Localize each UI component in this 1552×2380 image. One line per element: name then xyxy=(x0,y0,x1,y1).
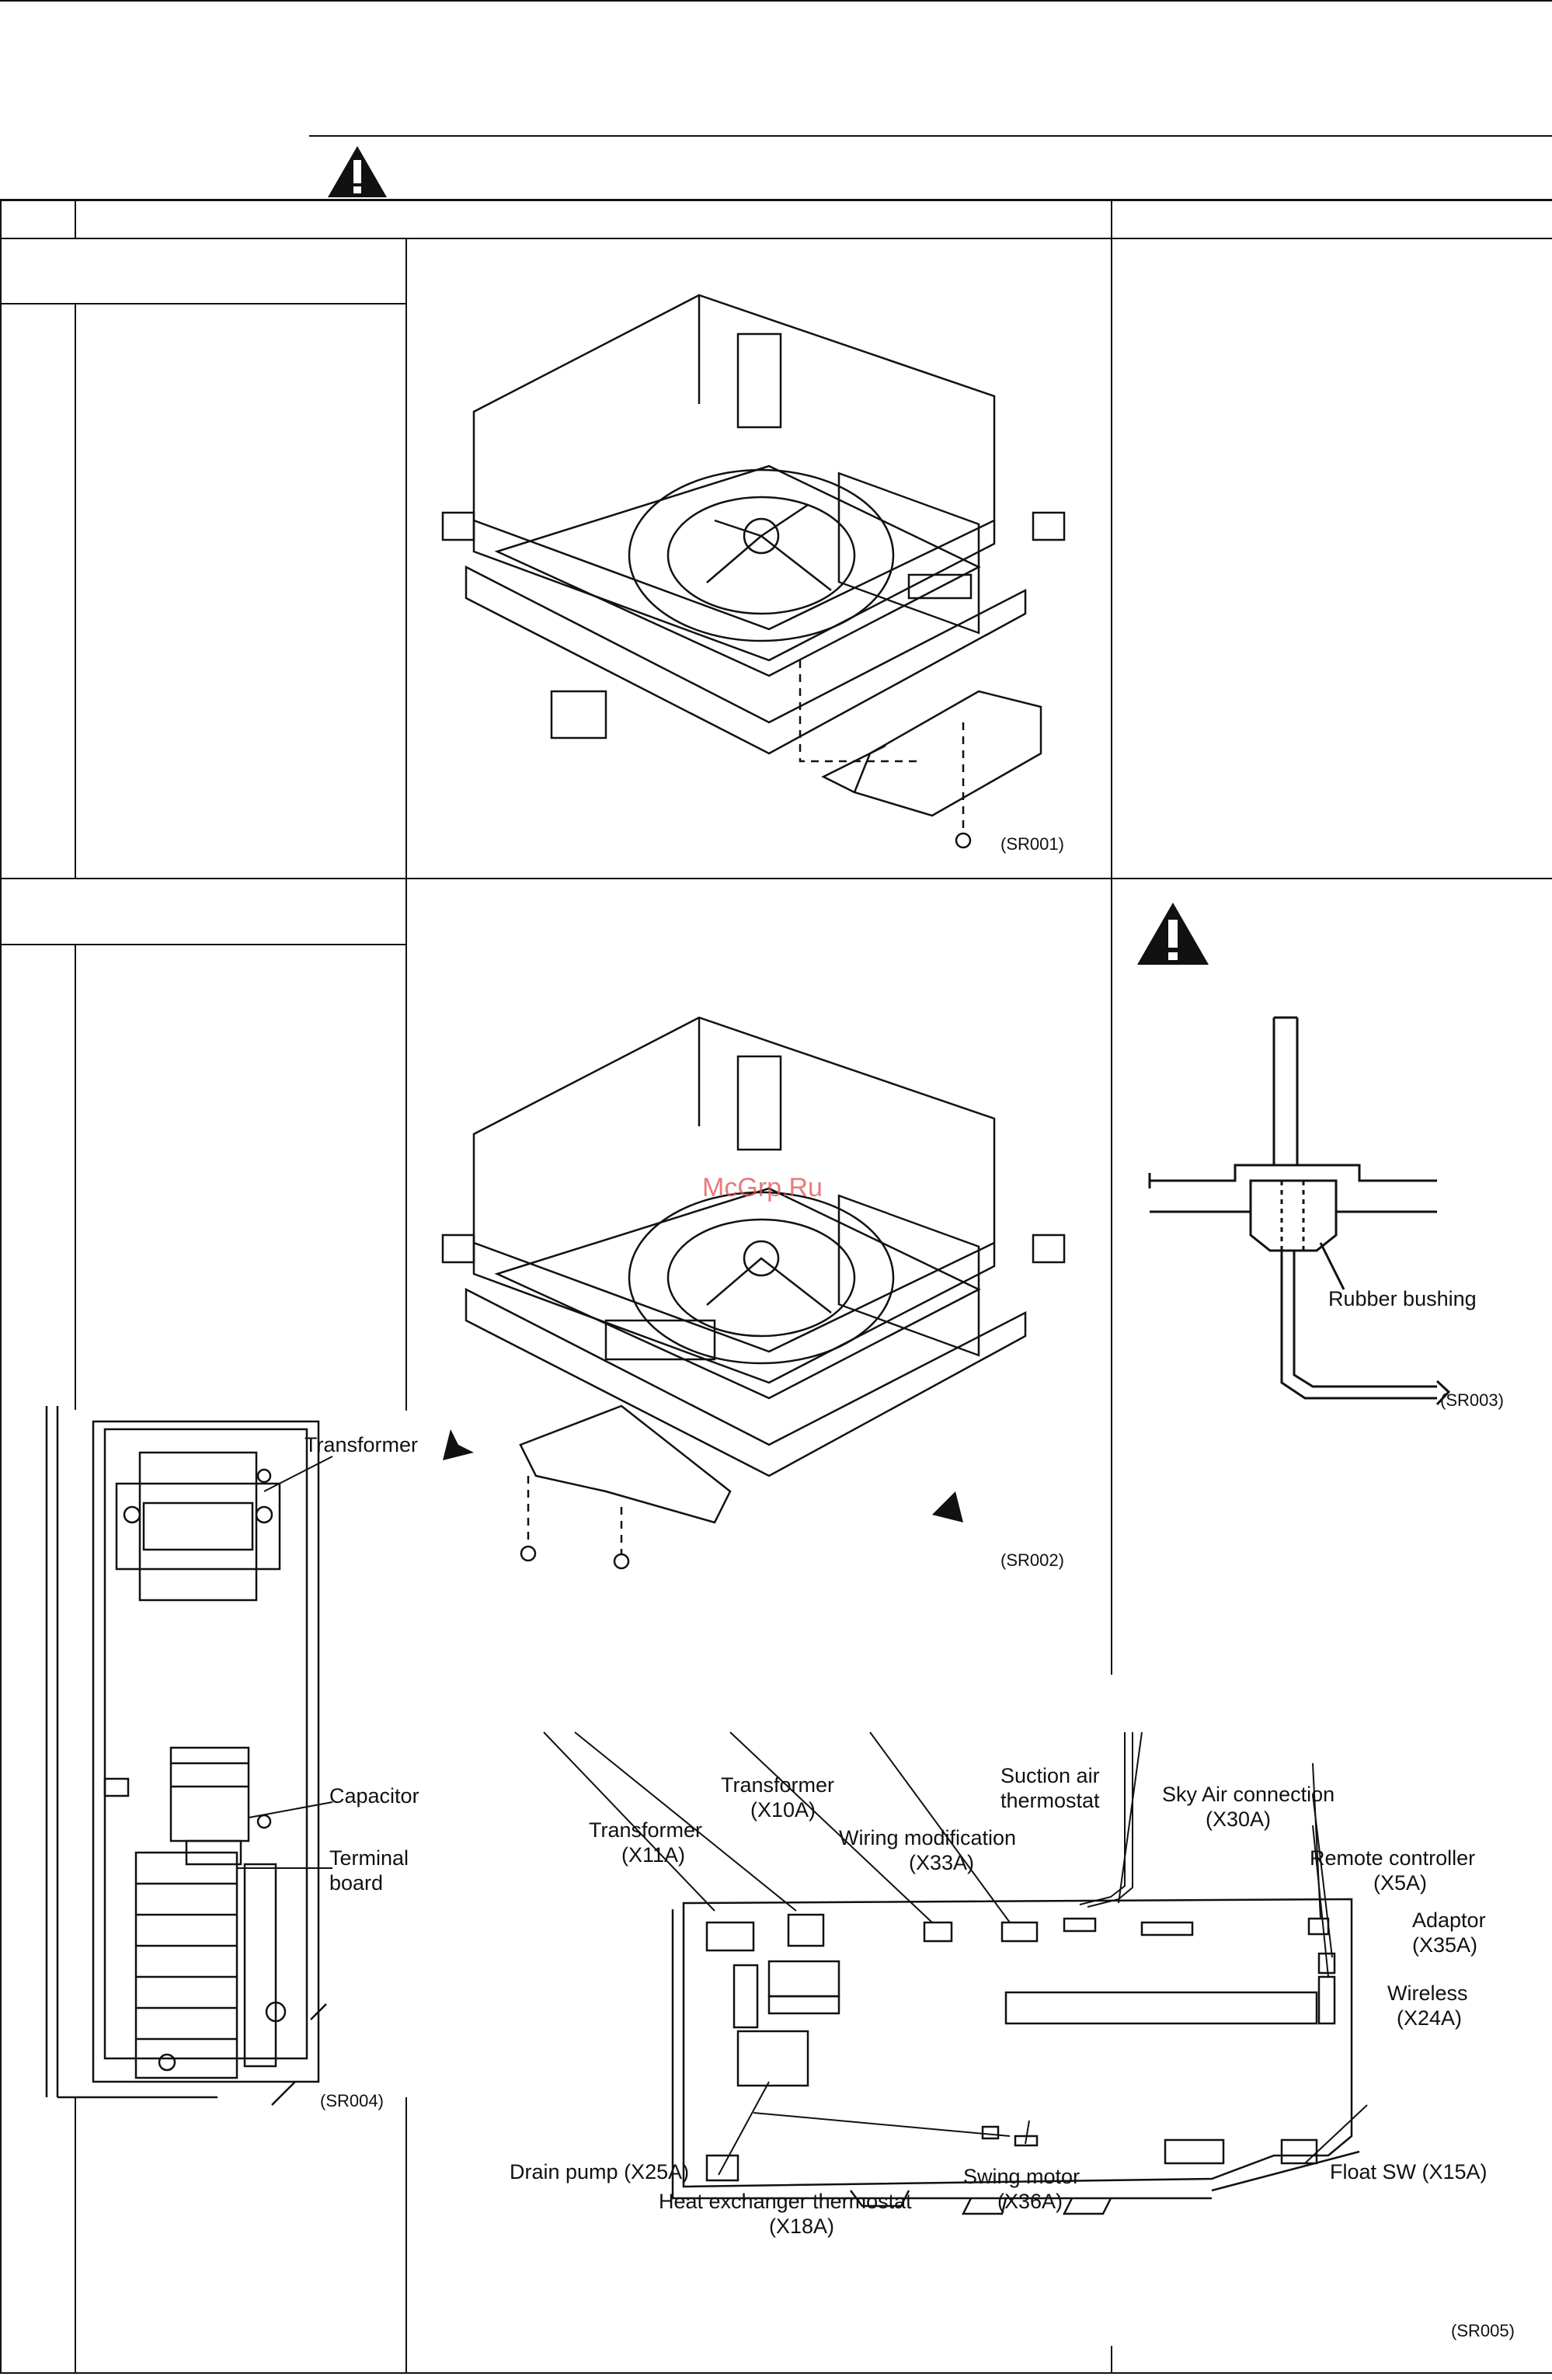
warning-icon xyxy=(1137,903,1209,965)
indoor-unit-drawing-2 xyxy=(441,1016,1066,1570)
pcb-label-wiring-mod-1: Wiring modification xyxy=(839,1826,1017,1849)
pcb-label-sky-air-1: Sky Air connection xyxy=(1162,1783,1335,1806)
pcb-drawing xyxy=(543,1731,1368,2215)
pcb-label-drain-pump: Drain pump (X25A) xyxy=(510,2160,690,2183)
col-points xyxy=(1111,199,1112,1675)
pcb-label-suction-1: Suction air xyxy=(1000,1764,1100,1787)
rubber-bushing-drawing xyxy=(1148,1016,1451,1406)
pcb-label-suction-2: thermostat xyxy=(1000,1789,1100,1812)
col-points-b xyxy=(1111,2346,1112,2374)
watermark: McGrp.Ru xyxy=(702,1173,823,1202)
switch-box-capacitor-label: Capacitor xyxy=(329,1784,419,1808)
switch-box-drawing xyxy=(45,1406,333,2106)
top-border xyxy=(0,0,1552,2)
pcb-label-remote-2: (X5A) xyxy=(1373,1871,1428,1895)
warning-icon xyxy=(328,146,387,197)
figure-code-sr003: (SR003) xyxy=(1440,1390,1504,1410)
figure-code-sr004: (SR004) xyxy=(320,2091,384,2110)
col-step-s2b xyxy=(75,2097,76,2374)
figure-code-sr001: (SR001) xyxy=(1000,834,1064,854)
pcb-label-swing-1: Swing motor xyxy=(963,2165,1080,2188)
col-procedure xyxy=(405,238,407,1411)
figure-code-sr002: (SR002) xyxy=(1000,1550,1064,1570)
table-header-rule xyxy=(0,238,1552,239)
switch-box-transformer-label: Transformer xyxy=(304,1433,419,1456)
pcb-label-wiring-mod-2: (X33A) xyxy=(909,1851,975,1874)
col-step xyxy=(75,199,76,239)
pcb-label-float-sw: Float SW (X15A) xyxy=(1330,2160,1488,2183)
col-step-s1 xyxy=(75,303,76,878)
pcb-label-swing-2: (X36A) xyxy=(997,2190,1063,2213)
pcb-label-heat-ex-1: Heat exchanger thermostat xyxy=(659,2190,912,2213)
col-step-s2 xyxy=(75,944,76,1410)
table-bottom-rule xyxy=(0,2372,1552,2374)
pcb-label-transformer-x10a-1: Transformer xyxy=(721,1773,835,1797)
pcb-label-transformer-x11a-2: (X11A) xyxy=(621,1843,686,1867)
pcb-label-wireless-2: (X24A) xyxy=(1397,2006,1463,2030)
figure-code-sr005: (SR005) xyxy=(1451,2321,1515,2340)
switch-box-terminal-label-1: Terminal xyxy=(329,1846,409,1870)
pcb-label-remote-1: Remote controller xyxy=(1310,1846,1476,1870)
pcb-label-transformer-x10a-2: (X10A) xyxy=(750,1798,816,1822)
pcb-label-sky-air-2: (X30A) xyxy=(1206,1808,1272,1831)
col-left xyxy=(0,199,2,2374)
switch-box-terminal-label-2: board xyxy=(329,1871,384,1895)
pcb-label-wireless-1: Wireless xyxy=(1387,1982,1468,2005)
pcb-label-adaptor-2: (X35A) xyxy=(1412,1933,1478,1957)
pcb-label-transformer-x11a-1: Transformer xyxy=(589,1818,703,1842)
section-divider xyxy=(0,878,1552,879)
header-rule xyxy=(309,135,1552,137)
pcb-label-adaptor-1: Adaptor xyxy=(1412,1909,1486,1932)
indoor-unit-drawing-1 xyxy=(441,294,1066,849)
table-top-rule xyxy=(0,199,1552,201)
section1-subrule xyxy=(0,303,405,304)
rubber-bushing-label: Rubber bushing xyxy=(1328,1287,1477,1310)
col-procedure-b xyxy=(405,2097,407,2374)
pcb-label-heat-ex-2: (X18A) xyxy=(769,2215,835,2238)
section2-subrule xyxy=(0,944,405,945)
